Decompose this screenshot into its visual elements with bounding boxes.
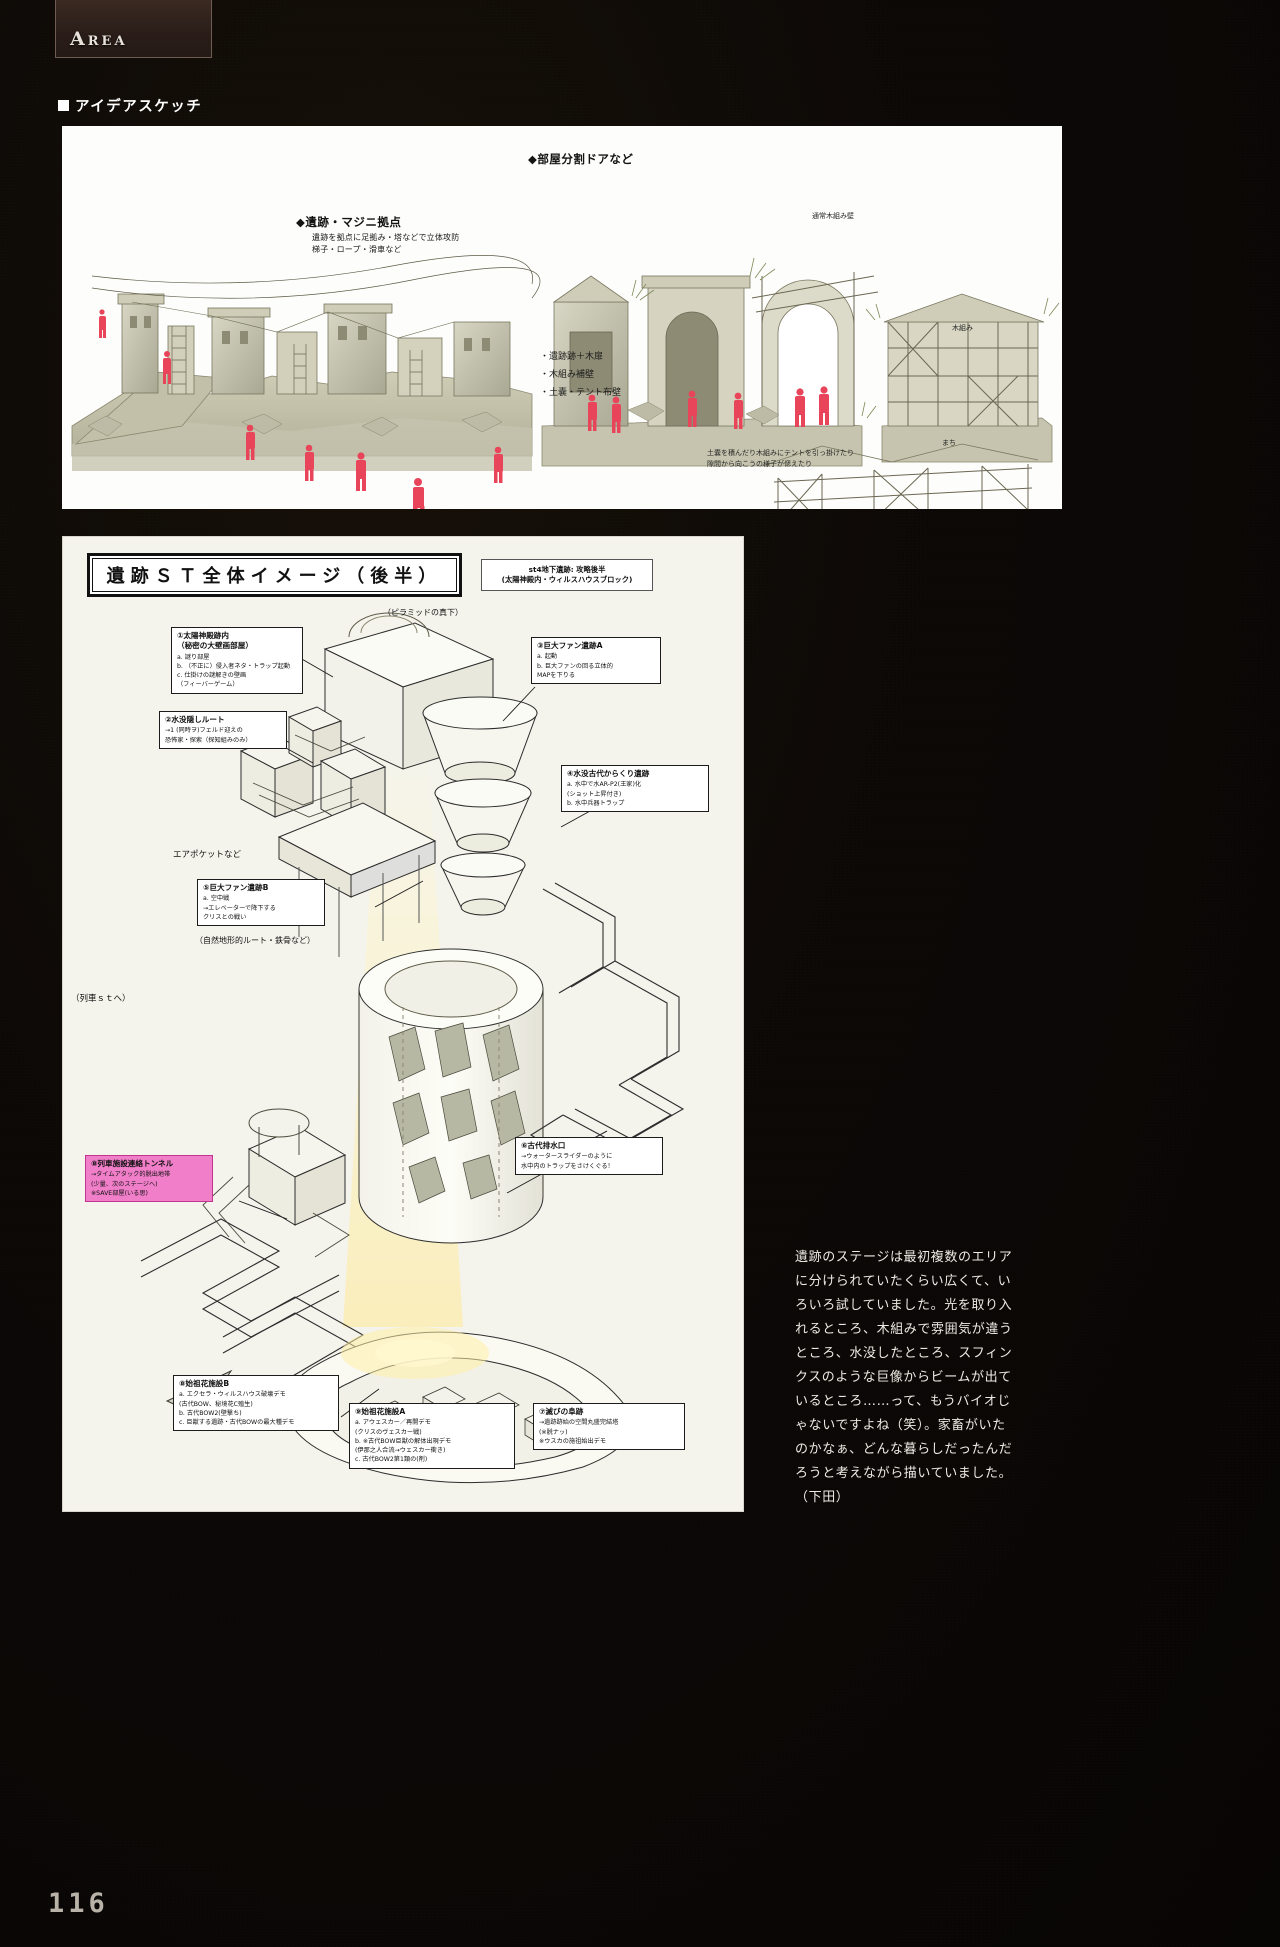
note-sandbag-tent: 土嚢を積んだり木組みにテントを引っ掛けたり 隙間から向こうの様子が偲えたり xyxy=(707,449,854,468)
map-subtitle-line-1: st4地下遺跡: 攻略後半 xyxy=(528,565,606,575)
caption-pyramid-note: （ピラミッドの真下） xyxy=(383,608,463,617)
bullet-list: ・遺跡跡＋木扉 ・木組み補壁 ・土嚢・テント布壁 xyxy=(540,348,621,402)
area-tab-label: Area xyxy=(70,28,128,50)
callout-10-ruined-tomb: ⑦滅びの阜跡 →遺跡跡始の空間丸盛完結塔 (※脱ナッ) ※ウスカの施祖始出デモ xyxy=(533,1403,685,1451)
artist-signature: まち xyxy=(942,439,956,447)
callout-head: ①太陽神殿跡内 （秘密の大壁画部屋） xyxy=(177,631,253,651)
section-heading-label: アイデアスケッチ xyxy=(75,99,203,115)
callout-body: a. 水中で水AR-P2(王家)化 (ショット上昇付き) b. 水中兵器トラップ xyxy=(567,781,642,807)
callout-head: ②水没隠しルート xyxy=(165,715,225,724)
callout-4-submerged-ancient-mechanism: ④水没古代からくり遺跡 a. 水中で水AR-P2(王家)化 (ショット上昇付き)… xyxy=(561,765,709,813)
callout-body: →タイムアタック的脱出地帯 (少量、次のステージへ) ※SAVE部屋(いる思) xyxy=(91,1171,171,1197)
callout-body: →1 (同時ヲ)フェルド迎えの 恐怖家・探索（探知組みのみ） xyxy=(165,727,252,744)
callout-head: ④水没古代からくり遺跡 xyxy=(567,769,650,778)
bullet-item: ・土嚢・テント布壁 xyxy=(540,388,622,398)
idea-sketch-panel: ◆遺跡・マジニ拠点 遺跡を拠点に足拠み・塔などで立体攻防 梯子・ロープ・滑車など… xyxy=(62,126,1062,509)
callout-head: ③巨大ファン遺跡A xyxy=(537,641,603,650)
callout-2-submerged-route: ②水没隠しルート →1 (同時ヲ)フェルド迎えの 恐怖家・探索（探知組みのみ） xyxy=(159,711,287,749)
label-wood-frame-small: 木組み xyxy=(952,324,973,332)
area-tab: Area xyxy=(55,0,212,58)
map-subtitle-line-2: (太陽神殿内・ウィルスハウスブロック) xyxy=(501,575,633,584)
callout-8-progenitor-facility-b: ⑧始祖花施設B a. エクセラ・ウィルスハウス破壊デモ (古代BOW、秘境花C殖… xyxy=(173,1375,339,1432)
label-wood-frame-wall: 通常木組み壁 xyxy=(812,212,854,220)
callout-body: a. 空中戦 →エレベーターで降下する クリスとの戦い xyxy=(203,895,276,921)
callout-body: →ウォータースライダーのように 水中内のトラップをさけくぐる！ xyxy=(521,1153,614,1170)
callout-1-sun-temple-interior: ①太陽神殿跡内 （秘密の大壁画部屋） a. 謎り部屋 b. （不正に）侵入者ネタ… xyxy=(171,627,303,694)
map-title-box: 遺跡ＳＴ全体イメージ（後半） xyxy=(87,553,462,597)
section-heading: アイデアスケッチ xyxy=(58,95,202,116)
caption-natural-terrain: （自然地形的ルート・鉄骨など） xyxy=(195,936,315,945)
label-room-divider-doors: ◆部屋分割ドアなど xyxy=(528,152,634,166)
idea-sketch-artwork xyxy=(71,255,1060,509)
callout-9-progenitor-facility-a: ⑨始祖花施設A a. アウェスカー／再開デモ (クリスのヴェスカー戦) b. ※… xyxy=(349,1403,515,1469)
bullet-item: ・木組み補壁 xyxy=(540,370,595,380)
callout-7-train-tunnel: ⑧列車施設連絡トンネル →タイムアタック的脱出地帯 (少量、次のステージへ) ※… xyxy=(85,1155,213,1203)
stage-overview-map-panel: 遺跡ＳＴ全体イメージ（後半） st4地下遺跡: 攻略後半 (太陽神殿内・ウィルス… xyxy=(62,536,744,1512)
map-subtitle-box: st4地下遺跡: 攻略後半 (太陽神殿内・ウィルスハウスブロック) xyxy=(481,559,653,591)
desc-ruins-majini-base: 遺跡を拠点に足拠み・塔などで立体攻防 梯子・ロープ・滑車など xyxy=(312,233,460,254)
callout-body: a. 起動 b. 巨大ファンの回る立体的 MAPを下りる xyxy=(537,653,613,679)
callout-head: ⑦滅びの阜跡 xyxy=(539,1407,584,1416)
caption-air-pocket: エアポケットなど xyxy=(173,850,242,860)
callout-head: ⑧列車施設連絡トンネル xyxy=(91,1159,174,1168)
callout-body: a. 謎り部屋 b. （不正に）侵入者ネタ・トラップ起動 c. 仕掛けの謎解きの… xyxy=(177,653,291,689)
bullet-item: ・遺跡跡＋木扉 xyxy=(540,352,604,362)
callout-head: ⑨始祖花施設A xyxy=(355,1407,406,1416)
page-number: 116 xyxy=(48,1888,109,1919)
callout-3-giant-fan-ruins-a: ③巨大ファン遺跡A a. 起動 b. 巨大ファンの回る立体的 MAPを下りる xyxy=(531,637,661,685)
label-ruins-majini-base: ◆遺跡・マジニ拠点 xyxy=(296,215,402,229)
callout-body: →遺跡跡始の空間丸盛完結塔 (※脱ナッ) ※ウスカの施祖始出デモ xyxy=(539,1419,619,1445)
callout-head: ⑤巨大ファン遺跡B xyxy=(203,883,269,892)
callout-body: a. エクセラ・ウィルスハウス破壊デモ (古代BOW、秘境花C殖生) b. 古代… xyxy=(179,1391,295,1427)
map-title: 遺跡ＳＴ全体イメージ（後半） xyxy=(106,566,443,587)
callout-5-giant-fan-ruins-b: ⑤巨大ファン遺跡B a. 空中戦 →エレベーターで降下する クリスとの戦い xyxy=(197,879,325,927)
callout-head: ⑧始祖花施設B xyxy=(179,1379,230,1388)
callout-6-ancient-drain: ⑥古代排水口 →ウォータースライダーのように 水中内のトラップをさけくぐる！ xyxy=(515,1137,663,1175)
designer-commentary: 遺跡のステージは最初複数のエリアに分けられていたくらい広くて、いろいろ試していま… xyxy=(795,1250,1013,1506)
callout-body: a. アウェスカー／再開デモ (クリスのヴェスカー戦) b. ※古代BOW巨獣の… xyxy=(355,1419,452,1464)
caption-train-station: （列車ｓｔへ） xyxy=(71,994,131,1004)
callout-head: ⑥古代排水口 xyxy=(521,1141,566,1150)
square-bullet-icon xyxy=(58,100,69,111)
